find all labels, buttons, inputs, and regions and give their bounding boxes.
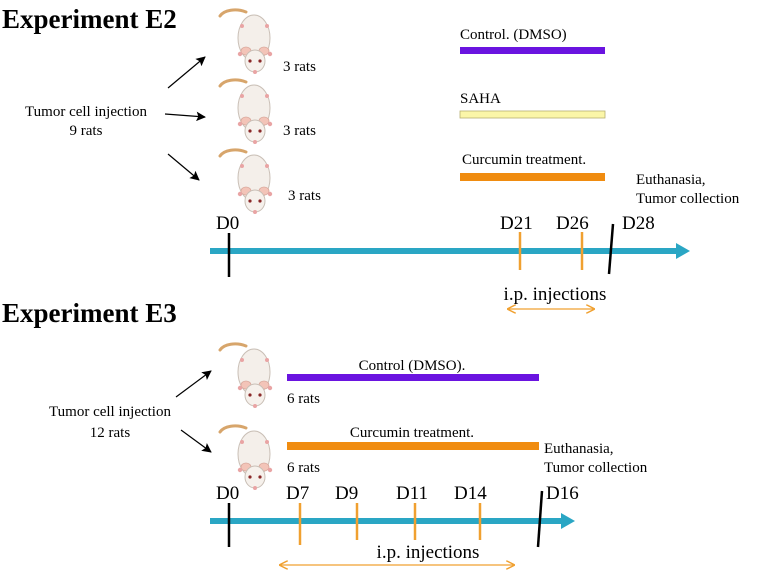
e3-endpoint-label-1: Euthanasia,	[544, 441, 614, 457]
e2-endpoint-label-1: Euthanasia,	[636, 172, 706, 188]
e3-arrow-icon-1	[175, 370, 212, 398]
e2-treatment-bar-control	[460, 47, 605, 54]
e2-treatment-label-curcumin: Curcumin treatment.	[462, 152, 586, 168]
e3-day-label-d7: D7	[286, 483, 309, 504]
e3-timeline-arrowhead	[561, 513, 575, 529]
e2-arrow-icon-3	[167, 153, 200, 181]
e2-rat-icon-1	[218, 8, 274, 76]
e2-arrow-icon-2	[164, 111, 206, 122]
e2-injection-label: Tumor cell injection	[25, 104, 147, 120]
e3-injection-count: 12 rats	[90, 425, 131, 441]
e2-endpoint-label-2: Tumor collection	[636, 191, 740, 207]
e2-group-count-1: 3 rats	[283, 59, 316, 75]
e2-day-label-d28: D28	[622, 213, 655, 234]
e2-injection-count: 9 rats	[70, 123, 103, 139]
e2-rat-icon-2	[218, 78, 274, 146]
e2-timeline-arrowhead	[676, 243, 690, 259]
e3-day-label-d11: D11	[396, 483, 428, 504]
e3-treatment-label-curcumin: Curcumin treatment.	[350, 425, 474, 441]
e2-arrow-icon-1	[167, 56, 206, 89]
e2-day-label-d21: D21	[500, 213, 533, 234]
e2-day-label-d0: D0	[216, 213, 239, 234]
e2-treatment-label-saha: SAHA	[460, 91, 501, 107]
e2-title: Experiment E2	[2, 4, 177, 34]
e2-treatment-label-control: Control. (DMSO)	[460, 27, 567, 43]
e2-group-count-3: 3 rats	[288, 188, 321, 204]
e2-injections-label: i.p. injections	[504, 284, 607, 305]
e3-arrow-icon-2	[180, 429, 212, 453]
e3-day-label-d0: D0	[216, 483, 239, 504]
e3-day-label-d9: D9	[335, 483, 358, 504]
e3-treatment-bar-curcumin	[287, 442, 539, 450]
e3-marker-d16	[536, 490, 544, 548]
e3-group-count-2: 6 rats	[287, 460, 320, 476]
e3-treatment-label-control: Control (DMSO).	[359, 358, 466, 374]
e2-treatment-bar-saha	[459, 110, 606, 119]
e3-treatment-bar-control	[287, 374, 539, 381]
e3-title: Experiment E3	[2, 298, 177, 328]
e3-injection-label: Tumor cell injection	[49, 404, 171, 420]
e3-group-count-1: 6 rats	[287, 391, 320, 407]
e2-group-count-2: 3 rats	[283, 123, 316, 139]
e3-rat-icon-1	[218, 342, 274, 410]
e3-injections-label: i.p. injections	[377, 542, 480, 563]
e2-marker-d28	[607, 223, 615, 275]
e3-day-label-d14: D14	[454, 483, 487, 504]
e3-endpoint-label-2: Tumor collection	[544, 460, 648, 476]
e2-day-label-d26: D26	[556, 213, 589, 234]
e2-rat-icon-3	[218, 148, 274, 216]
e2-treatment-bar-curcumin	[460, 173, 605, 181]
e3-day-label-d16: D16	[546, 483, 579, 504]
e3-rat-icon-2	[218, 424, 274, 492]
